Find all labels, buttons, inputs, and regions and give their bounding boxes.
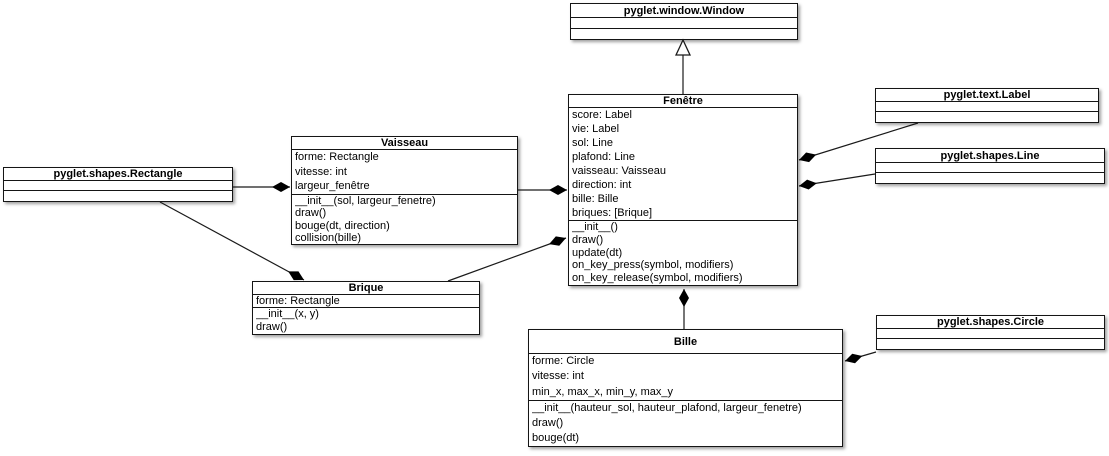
method: __init__(sol, largeur_fenetre) — [295, 195, 436, 207]
method: update(dt) — [572, 246, 623, 259]
methods-compartment — [4, 190, 232, 201]
attributes-compartment: forme: Rectangle — [253, 294, 479, 307]
class-title: pyglet.text.Label — [943, 89, 1031, 101]
methods-compartment: __init__() draw() update(dt) on_key_pres… — [569, 220, 797, 285]
class-title: pyglet.shapes.Line — [940, 149, 1040, 162]
methods-compartment — [571, 28, 797, 39]
class-box-brique: Brique forme: Rectangle __init__(x, y) d… — [252, 281, 480, 335]
attribute: min_x, max_x, min_y, max_y — [532, 385, 674, 398]
attribute: plafond: Line — [572, 151, 635, 163]
method: draw() — [256, 321, 288, 333]
attribute: forme: Rectangle — [295, 151, 379, 163]
methods-compartment — [877, 338, 1104, 349]
class-box-fenetre: Fenêtre score: Label vie: Label sol: Lin… — [568, 94, 798, 286]
methods-compartment — [876, 111, 1098, 122]
method: bouge(dt) — [532, 432, 580, 444]
attributes-compartment — [4, 180, 232, 190]
class-box-pyglet-shapes-circle: pyglet.shapes.Circle — [876, 315, 1105, 350]
class-title: Vaisseau — [380, 137, 429, 149]
methods-compartment — [876, 172, 1104, 183]
class-title: Brique — [348, 282, 384, 294]
class-box-pyglet-shapes-rectangle: pyglet.shapes.Rectangle — [3, 167, 233, 202]
attribute: bille: Bille — [572, 193, 619, 205]
class-title: pyglet.shapes.Circle — [937, 316, 1044, 328]
attributes-compartment — [571, 17, 797, 28]
class-box-vaisseau: Vaisseau forme: Rectangle vitesse: int l… — [291, 136, 518, 245]
class-title: pyglet.shapes.Rectangle — [53, 168, 183, 180]
attribute: sol: Line — [572, 137, 613, 149]
class-title: pyglet.window.Window — [623, 4, 745, 17]
attribute: forme: Circle — [532, 355, 595, 367]
method: draw() — [532, 417, 564, 429]
methods-compartment: __init__(x, y) draw() — [253, 307, 479, 334]
method: __init__(hauteur_sol, hauteur_plafond, l… — [532, 402, 802, 414]
attributes-compartment — [876, 162, 1104, 172]
attributes-compartment: forme: Circle vitesse: int min_x, max_x,… — [529, 353, 842, 400]
attribute: vie: Label — [572, 123, 620, 135]
class-box-bille: Bille forme: Circle vitesse: int min_x, … — [528, 329, 843, 447]
method: on_key_press(symbol, modifiers) — [572, 259, 734, 272]
class-title: Fenêtre — [663, 95, 703, 107]
method: draw() — [572, 233, 604, 246]
edge-bille-circle-composition — [844, 351, 877, 364]
attributes-compartment: forme: Rectangle vitesse: int largeur_fe… — [292, 149, 517, 194]
method: draw() — [295, 207, 327, 220]
methods-compartment: __init__(sol, largeur_fenetre) draw() bo… — [292, 194, 517, 244]
attributes-compartment: score: Label vie: Label sol: Line plafon… — [569, 107, 797, 220]
attribute: vaisseau: Vaisseau — [572, 165, 666, 177]
attribute: direction: int — [572, 179, 632, 191]
attribute: score: Label — [572, 109, 632, 121]
attribute: vitesse: int — [532, 370, 584, 383]
class-box-pyglet-shapes-line: pyglet.shapes.Line — [875, 148, 1105, 184]
attribute: largeur_fenêtre — [295, 180, 370, 193]
methods-compartment: __init__(hauteur_sol, hauteur_plafond, l… — [529, 400, 842, 446]
method: __init__(x, y) — [256, 308, 319, 320]
edge-fenetre-line-composition — [798, 173, 876, 190]
edge-brique-rectangle-composition — [159, 201, 305, 281]
class-box-pyglet-text-label: pyglet.text.Label — [875, 88, 1099, 123]
attributes-compartment — [877, 328, 1104, 338]
method: collision(bille) — [295, 231, 362, 244]
class-box-pyglet-window-window: pyglet.window.Window — [570, 3, 798, 40]
attributes-compartment — [876, 101, 1098, 111]
class-title: Bille — [673, 335, 698, 348]
attribute: forme: Rectangle — [256, 295, 340, 307]
method: bouge(dt, direction) — [295, 219, 390, 232]
attribute: briques: [Brique] — [572, 207, 653, 219]
attribute: vitesse: int — [295, 165, 347, 178]
method: on_key_release(symbol, modifiers) — [572, 272, 743, 285]
method: __init__() — [572, 221, 618, 233]
